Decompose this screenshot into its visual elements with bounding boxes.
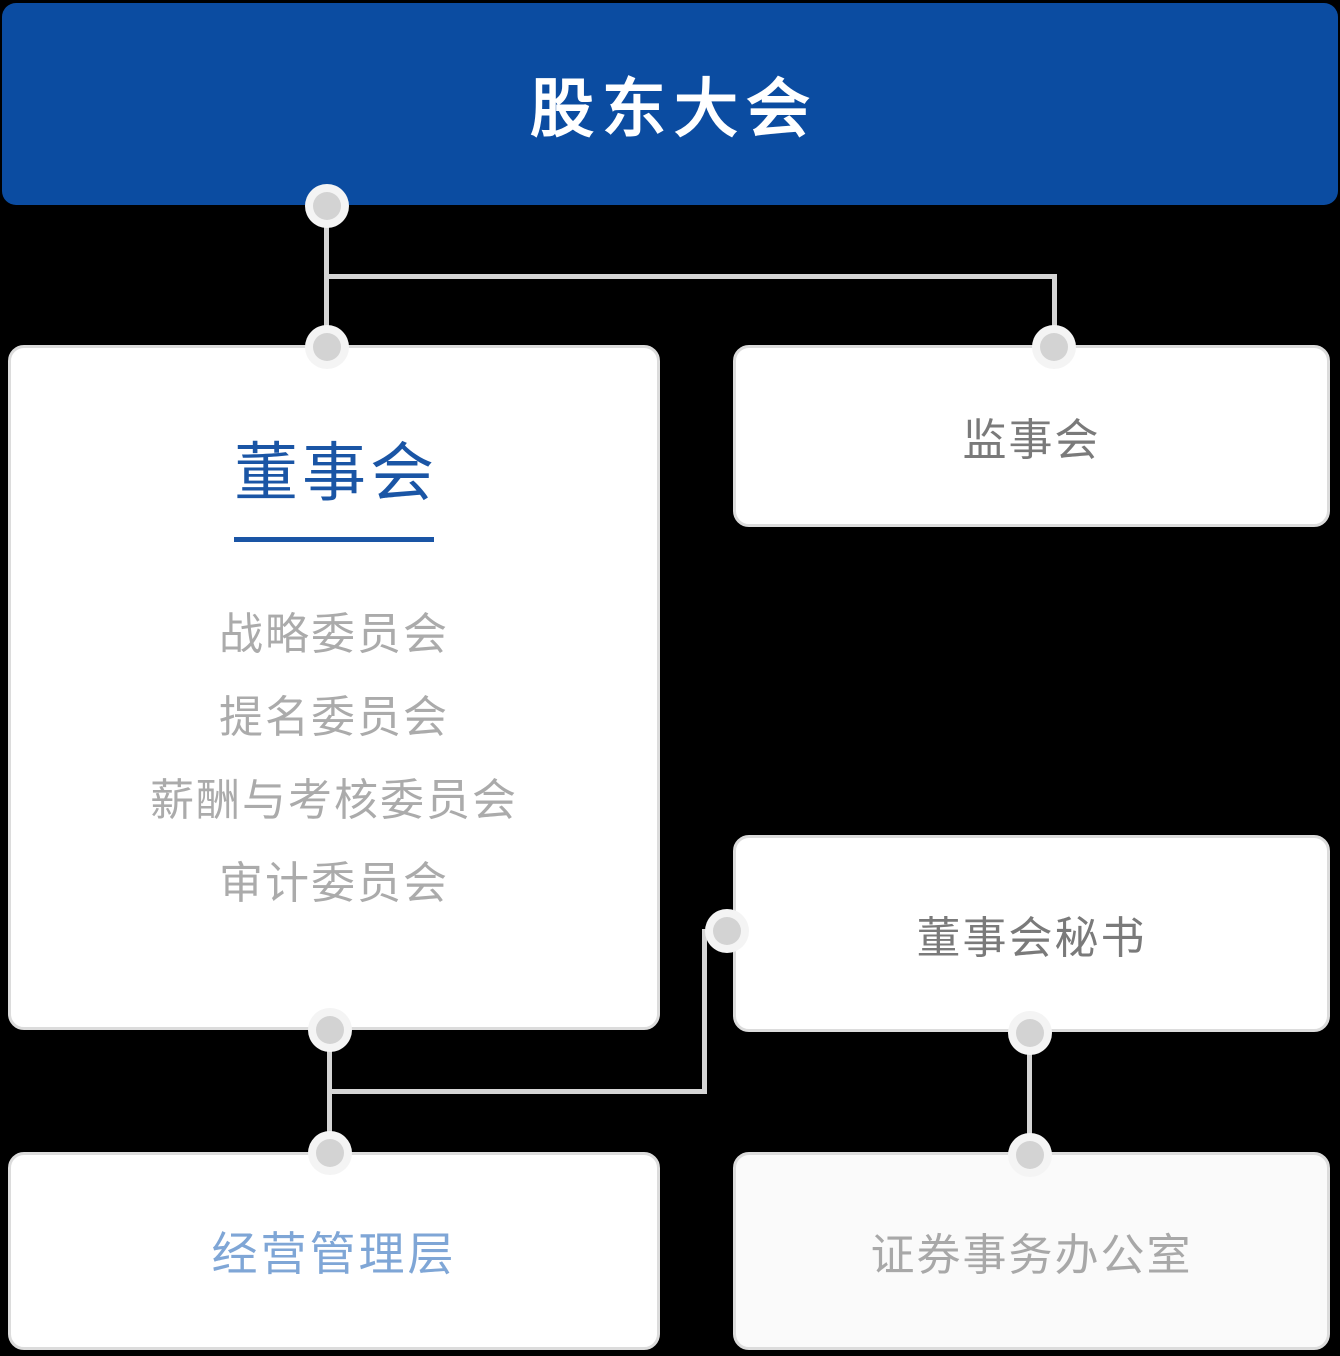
connector-node-secretary-left <box>705 909 749 953</box>
management-box: 经营管理层 <box>8 1152 660 1350</box>
connector-node-board-top <box>305 325 349 369</box>
committee-list: 战略委员会 提名委员会 薪酬与考核委员会 审计委员会 <box>11 593 657 925</box>
connector-line-bottom-branch <box>327 1089 707 1094</box>
securities-office-box: 证券事务办公室 <box>733 1152 1330 1350</box>
connector-node-banner-bottom <box>305 184 349 228</box>
committee-item-nomination: 提名委员会 <box>219 693 449 742</box>
committee-item-strategy: 战略委员会 <box>219 610 449 659</box>
supervisory-board-label: 监事会 <box>962 416 1101 465</box>
board-secretary-box: 董事会秘书 <box>733 835 1330 1032</box>
connector-node-supervisory-top <box>1032 325 1076 369</box>
committee-item-remuneration: 薪酬与考核委员会 <box>150 776 518 825</box>
connector-line-to-supervisory <box>1052 274 1057 347</box>
board-box: 董事会 战略委员会 提名委员会 薪酬与考核委员会 审计委员会 <box>8 345 660 1030</box>
supervisory-board-box: 监事会 <box>733 345 1330 527</box>
committee-item-audit: 审计委员会 <box>219 859 449 908</box>
connector-line-secretary-to-securities <box>1027 1033 1032 1155</box>
connector-node-secretary-bottom <box>1008 1011 1052 1055</box>
connector-node-securities-top <box>1008 1133 1052 1177</box>
securities-office-label: 证券事务办公室 <box>870 1231 1193 1280</box>
management-label: 经营管理层 <box>211 1228 457 1280</box>
board-title: 董事会 <box>234 437 438 509</box>
board-title-divider <box>234 537 434 542</box>
board-secretary-label: 董事会秘书 <box>916 913 1147 963</box>
connector-node-board-bottom <box>308 1008 352 1052</box>
connector-line-branch-up-to-secretary <box>702 929 707 1094</box>
shareholders-meeting-banner: 股东大会 <box>2 3 1338 205</box>
connector-node-management-top <box>308 1131 352 1175</box>
connector-line-top-branch <box>324 274 1057 279</box>
shareholders-meeting-label: 股东大会 <box>530 73 818 145</box>
